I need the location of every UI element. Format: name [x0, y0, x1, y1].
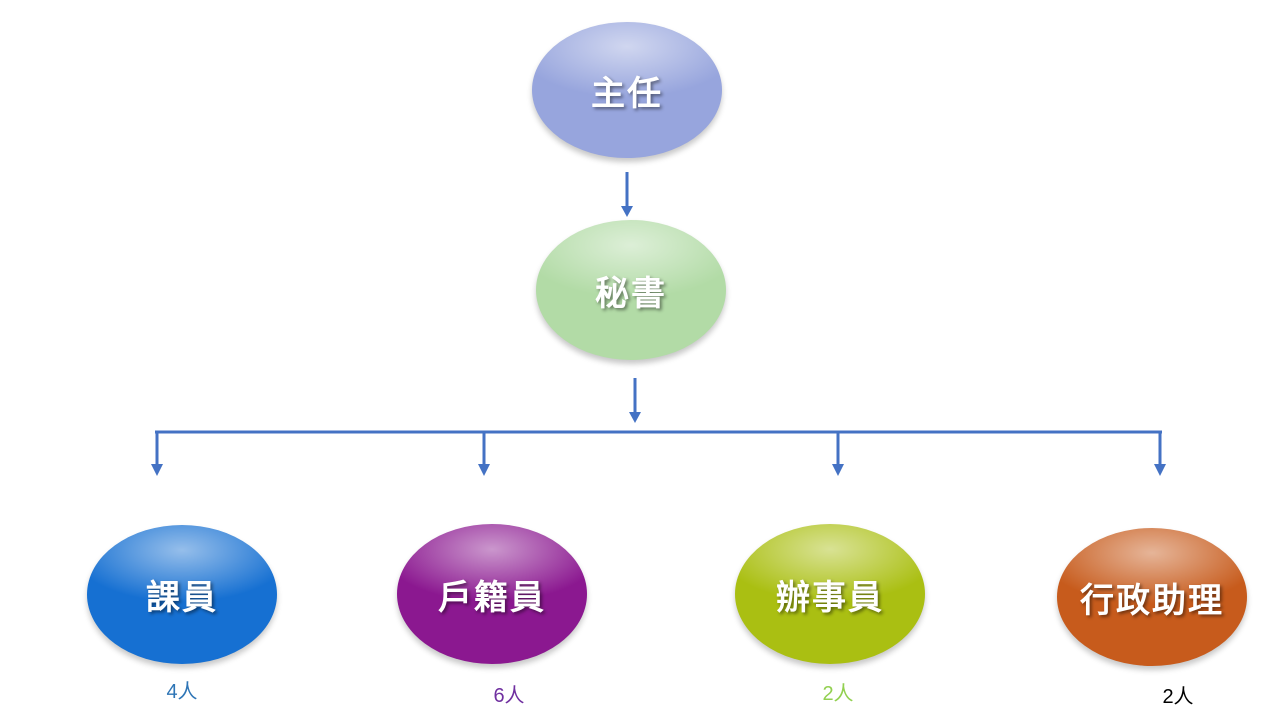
director-node: 主任 [532, 22, 722, 158]
staff-node-clerk: 課員 [87, 525, 277, 664]
arrow-to-staff-1-head [478, 464, 490, 476]
arrow-director-to-secretary-head [621, 206, 633, 217]
staff-node-officer: 辦事員 [735, 524, 925, 664]
arrow-secretary-to-branch-head [629, 412, 641, 423]
staff-label-clerk: 課員 [146, 578, 218, 618]
secretary-label: 秘書 [595, 273, 667, 314]
staff-count-clerk: 4人 [166, 681, 198, 703]
staff-node-registrar: 戶籍員 [397, 524, 587, 664]
arrow-to-staff-0-head [151, 464, 163, 476]
staff-count-admin-assistant: 2人 [1162, 686, 1194, 708]
secretary-node: 秘書 [536, 220, 726, 360]
staff-label-admin-assistant: 行政助理 [1080, 580, 1224, 621]
staff-count-registrar: 6人 [493, 685, 525, 707]
director-label: 主任 [591, 73, 663, 114]
staff-label-registrar: 戶籍員 [438, 577, 546, 618]
staff-node-admin-assistant: 行政助理 [1057, 528, 1247, 666]
staff-count-officer: 2人 [822, 683, 854, 705]
arrow-to-staff-3-head [1154, 464, 1166, 476]
arrow-to-staff-2-head [832, 464, 844, 476]
staff-label-officer: 辦事員 [776, 577, 884, 618]
